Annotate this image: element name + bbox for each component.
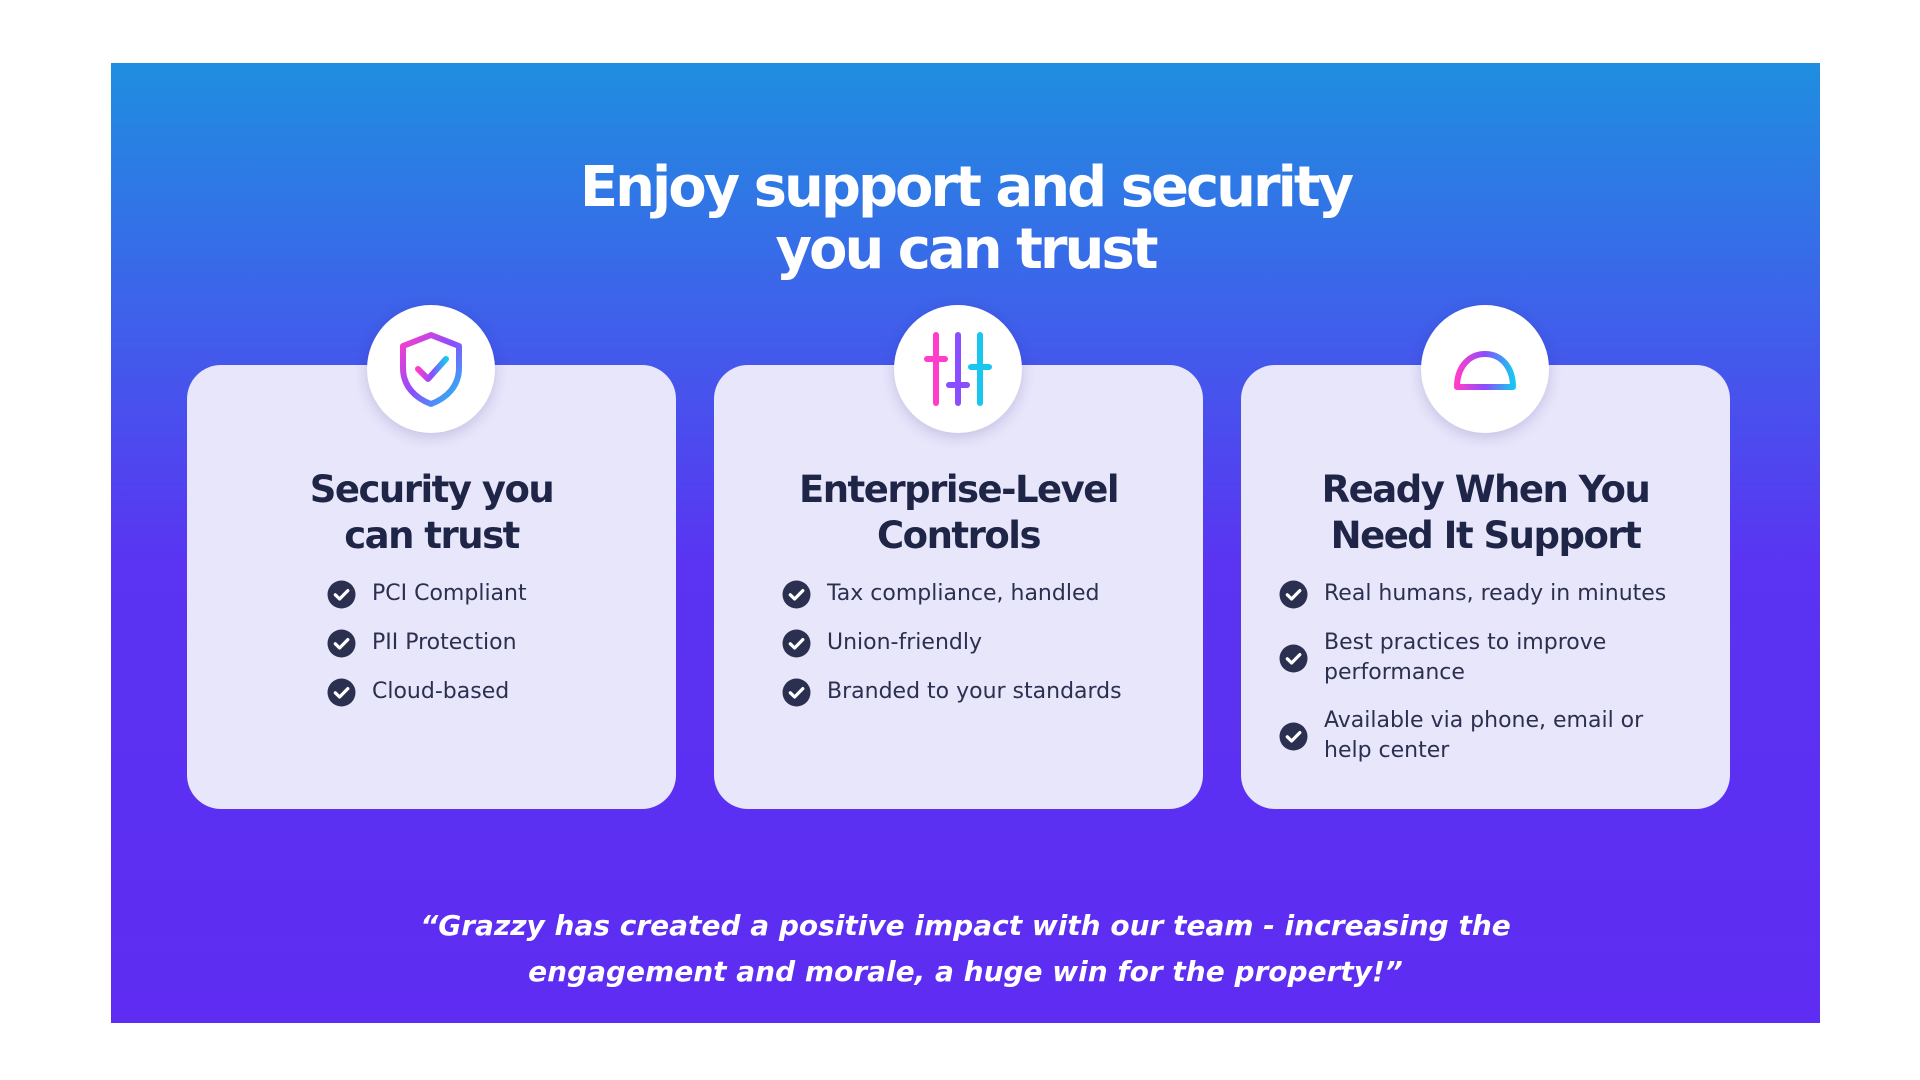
feature-text: Tax compliance, handled [827, 581, 1100, 606]
feature-text: Branded to your standards [827, 679, 1122, 704]
feature-text: Available via phone, email or help cente… [1324, 708, 1644, 763]
check-circle-icon [1279, 580, 1308, 609]
feature-list: Tax compliance, handled Union-friendly B… [782, 579, 1122, 726]
service-bell-icon [1446, 342, 1524, 395]
icon-badge [894, 305, 1022, 433]
check-circle-icon [1279, 722, 1308, 751]
list-item: PCI Compliant [327, 579, 527, 609]
card-title-line-2: Need It Support [1330, 514, 1642, 557]
section-heading: Enjoy support and security you can trust [111, 157, 1820, 281]
card-title: Security you can trust [187, 467, 676, 559]
feature-card-security: Security you can trust PCI Compliant PII… [187, 305, 676, 809]
feature-text: PII Protection [372, 630, 517, 655]
card-title-line-1: Security you [309, 468, 555, 511]
feature-card-controls: Enterprise-Level Controls Tax compliance… [714, 305, 1203, 809]
card-title: Enterprise-Level Controls [714, 467, 1203, 559]
list-item: Branded to your standards [782, 677, 1122, 707]
check-circle-icon [327, 629, 356, 658]
feature-text: PCI Compliant [372, 581, 527, 606]
feature-card-support: Ready When You Need It Support Real huma… [1241, 305, 1730, 809]
card-title-line-1: Enterprise-Level [798, 468, 1120, 511]
card-title: Ready When You Need It Support [1241, 467, 1730, 559]
card-title-line-2: Controls [877, 514, 1041, 557]
check-circle-icon [782, 678, 811, 707]
list-item: Best practices to improve performance [1279, 628, 1666, 688]
feature-text: Cloud-based [372, 679, 510, 704]
list-item: Tax compliance, handled [782, 579, 1122, 609]
list-item: Available via phone, email or help cente… [1279, 706, 1666, 766]
check-circle-icon [782, 580, 811, 609]
feature-list: PCI Compliant PII Protection Cloud-based [327, 579, 527, 726]
list-item: Real humans, ready in minutes [1279, 579, 1666, 609]
testimonial-quote: “Grazzy has created a positive impact wi… [111, 903, 1820, 995]
check-circle-icon [327, 580, 356, 609]
card-title-line-2: can trust [344, 514, 520, 557]
card-title-line-1: Ready When You [1321, 468, 1651, 511]
section-heading-line-1: Enjoy support and security [579, 155, 1354, 220]
check-circle-icon [782, 629, 811, 658]
icon-badge [1421, 305, 1549, 433]
feature-list: Real humans, ready in minutes Best pract… [1279, 579, 1666, 784]
list-item: Cloud-based [327, 677, 527, 707]
feature-text: Best practices to improve performance [1324, 630, 1607, 685]
section-heading-line-2: you can trust [775, 217, 1158, 282]
feature-text: Union-friendly [827, 630, 982, 655]
shield-check-icon [400, 332, 462, 407]
check-circle-icon [1279, 644, 1308, 673]
testimonial-line-1: “Grazzy has created a positive impact wi… [420, 909, 1511, 942]
trust-section: Enjoy support and security you can trust… [111, 63, 1820, 1023]
sliders-icon [924, 332, 992, 406]
list-item: Union-friendly [782, 628, 1122, 658]
testimonial-line-2: engagement and morale, a huge win for th… [528, 955, 1403, 988]
list-item: PII Protection [327, 628, 527, 658]
icon-badge [367, 305, 495, 433]
check-circle-icon [327, 678, 356, 707]
feature-text: Real humans, ready in minutes [1324, 581, 1667, 606]
